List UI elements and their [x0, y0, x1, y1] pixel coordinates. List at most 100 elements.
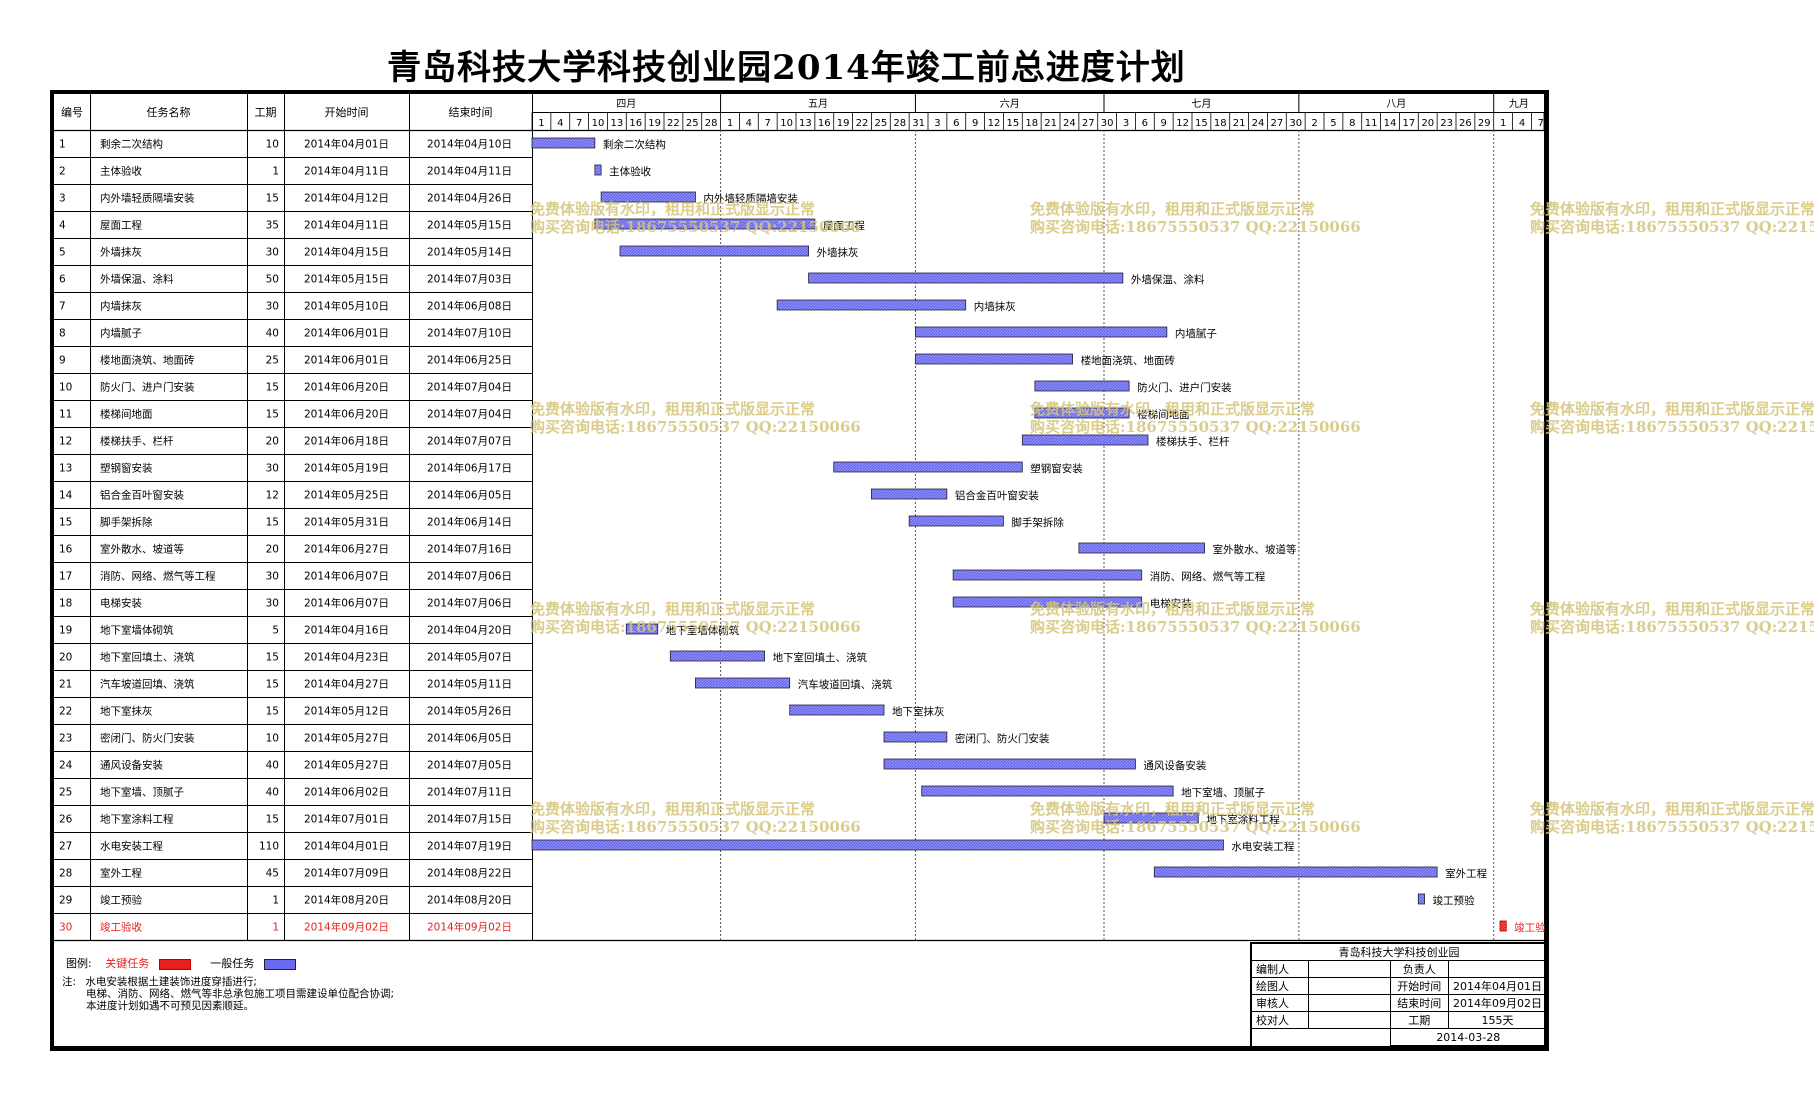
task-id: 26	[59, 814, 73, 826]
task-bar-label: 防火门、进户门安装	[1137, 381, 1232, 394]
task-start: 2014年06月01日	[304, 354, 389, 367]
task-id: 1	[59, 139, 66, 151]
task-end: 2014年06月05日	[427, 732, 512, 745]
month-label: 八月	[1386, 98, 1406, 110]
task-end: 2014年05月11日	[427, 678, 512, 691]
task-bar	[776, 299, 967, 311]
task-start: 2014年07月09日	[304, 867, 389, 880]
day-label: 21	[1233, 118, 1246, 129]
task-duration: 15	[266, 706, 279, 718]
legend: 图例: 关键任务 一般任务	[66, 955, 296, 971]
watermark-line: 购买咨询电话:18675550537 QQ:22150066	[1530, 818, 1814, 836]
watermark-line: 免费体验版有水印，租用和正式版显示正常	[1530, 400, 1814, 418]
task-name: 楼梯间地面	[100, 408, 153, 421]
task-bar	[1499, 920, 1507, 932]
task-end: 2014年07月11日	[427, 786, 512, 799]
watermark: 免费体验版有水印，租用和正式版显示正常购买咨询电话:18675550537 QQ…	[1530, 400, 1814, 436]
task-bar-label: 外墙保温、涂料	[1131, 273, 1205, 286]
task-end: 2014年06月08日	[427, 300, 512, 313]
task-start: 2014年04月11日	[304, 165, 389, 178]
task-end: 2014年06月25日	[427, 354, 512, 367]
day-label: 3	[1123, 118, 1129, 129]
task-start: 2014年05月19日	[304, 462, 389, 475]
task-name: 塑钢窗安装	[100, 462, 153, 475]
watermark: 免费体验版有水印，租用和正式版显示正常购买咨询电话:18675550537 QQ…	[1530, 800, 1814, 836]
day-label: 27	[1270, 118, 1283, 129]
task-bar	[695, 677, 791, 689]
org-name: 青岛科技大学科技创业园	[1251, 943, 1547, 961]
task-bar-label: 密闭门、防火门安装	[955, 732, 1050, 745]
task-bar-label: 室外工程	[1445, 867, 1487, 880]
task-start: 2014年06月20日	[304, 408, 389, 421]
task-bar-label: 楼地面浇筑、地面砖	[1081, 354, 1176, 367]
day-label: 25	[686, 118, 699, 129]
day-label: 16	[818, 118, 831, 129]
task-start: 2014年05月27日	[304, 732, 389, 745]
day-label: 28	[705, 118, 718, 129]
task-duration: 1	[272, 166, 279, 178]
task-end: 2014年08月20日	[427, 894, 512, 907]
task-start: 2014年04月11日	[304, 219, 389, 232]
task-id: 17	[59, 571, 72, 583]
task-start: 2014年05月12日	[304, 705, 389, 718]
info-key: 绘图人	[1250, 977, 1310, 995]
task-name: 外墙保温、涂料	[100, 273, 174, 286]
month-label: 四月	[616, 98, 636, 110]
month-label: 九月	[1509, 98, 1529, 110]
task-duration: 110	[259, 841, 279, 853]
day-label: 18	[1025, 118, 1038, 129]
task-start: 2014年05月27日	[304, 759, 389, 772]
task-end: 2014年06月14日	[427, 516, 512, 529]
info-value	[1308, 977, 1391, 995]
task-id: 21	[59, 679, 72, 691]
task-bar-label: 外墙抹灰	[817, 246, 859, 259]
day-label: 10	[780, 118, 793, 129]
task-start: 2014年06月18日	[304, 435, 389, 448]
task-start: 2014年04月16日	[304, 624, 389, 637]
task-end: 2014年09月02日	[427, 921, 512, 934]
day-label: 3	[934, 118, 940, 129]
task-end: 2014年07月15日	[427, 813, 512, 826]
task-start: 2014年04月01日	[304, 840, 389, 853]
task-bar	[915, 353, 1073, 365]
task-name: 地下室涂料工程	[100, 813, 174, 826]
info-value	[1308, 960, 1391, 978]
day-label: 14	[1384, 118, 1397, 129]
task-id: 14	[59, 490, 73, 502]
task-id: 15	[59, 517, 72, 529]
day-label: 17	[1402, 118, 1415, 129]
info-value: 2014年09月02日	[1448, 994, 1547, 1012]
task-id: 3	[59, 193, 66, 205]
task-id: 7	[59, 301, 66, 313]
info-value	[1308, 1011, 1391, 1029]
task-name: 内墙抹灰	[100, 300, 142, 313]
task-bar-label: 电梯安装	[1150, 597, 1192, 610]
task-name: 通风设备安装	[100, 759, 163, 772]
task-name: 剩余二次结构	[100, 138, 163, 151]
day-label: 15	[1195, 118, 1208, 129]
info-value	[1448, 960, 1547, 978]
task-id: 6	[59, 274, 66, 286]
day-label: 1	[538, 118, 544, 129]
task-bar	[908, 515, 1004, 527]
task-duration: 35	[266, 220, 279, 232]
task-duration: 25	[266, 355, 279, 367]
task-duration: 30	[266, 247, 279, 259]
day-label: 21	[1044, 118, 1057, 129]
day-label: 19	[837, 118, 850, 129]
task-start: 2014年05月15日	[304, 273, 389, 286]
task-bar-label: 地下室墙体砌筑	[666, 624, 740, 637]
task-bar	[915, 326, 1168, 338]
task-bar	[531, 137, 596, 149]
task-name: 内墙腻子	[100, 327, 142, 340]
task-bar	[600, 191, 696, 203]
task-end: 2014年07月19日	[427, 840, 512, 853]
task-start: 2014年04月23日	[304, 651, 389, 664]
task-id: 16	[59, 544, 73, 556]
day-label: 4	[1519, 118, 1525, 129]
note-line: 水电安装根据土建装饰进度穿插进行;	[85, 976, 257, 988]
day-label: 29	[1478, 118, 1491, 129]
month-label: 六月	[1000, 98, 1020, 110]
